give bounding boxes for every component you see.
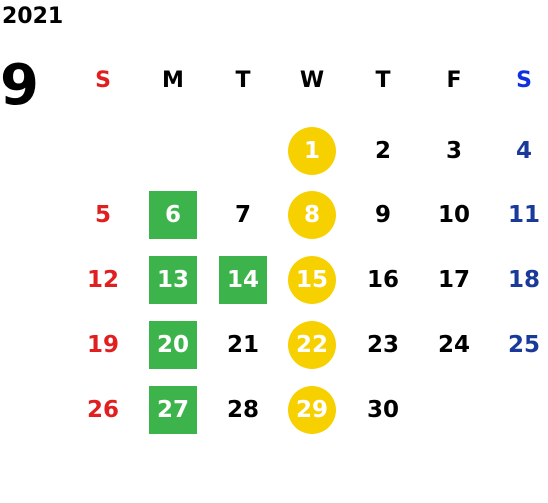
green-square-highlight (149, 256, 197, 304)
day-number: 20 (156, 332, 189, 358)
day-number: 8 (303, 202, 320, 228)
weekday-wednesday: W (299, 68, 325, 93)
day-cell[interactable]: 12 (75, 256, 131, 304)
yellow-circle-highlight (288, 256, 336, 304)
day-cell[interactable]: 19 (75, 321, 131, 369)
yellow-circle-highlight (288, 127, 336, 175)
day-number: 7 (234, 202, 251, 228)
day-cell[interactable]: 27 (145, 386, 201, 434)
day-cell[interactable]: 1 (284, 127, 340, 175)
day-cell[interactable]: 21 (215, 321, 271, 369)
day-number: 2 (374, 138, 391, 164)
day-number: 25 (507, 332, 540, 358)
day-cell[interactable]: 26 (75, 386, 131, 434)
weekday-saturday: S (516, 68, 532, 93)
green-square-highlight (149, 191, 197, 239)
day-number: 23 (366, 332, 399, 358)
day-cell[interactable]: 23 (355, 321, 411, 369)
day-cell[interactable]: 29 (284, 386, 340, 434)
weekday-sunday: S (95, 68, 111, 93)
day-number: 24 (437, 332, 470, 358)
day-number: 14 (226, 267, 259, 293)
day-number: 1 (303, 138, 320, 164)
day-number: 30 (366, 397, 399, 423)
day-number: 18 (507, 267, 540, 293)
day-cell[interactable]: 5 (75, 191, 131, 239)
day-number: 12 (86, 267, 119, 293)
day-number: 19 (86, 332, 119, 358)
yellow-circle-highlight (288, 191, 336, 239)
day-cell[interactable]: 7 (215, 191, 271, 239)
day-cell[interactable]: 24 (426, 321, 482, 369)
day-number: 16 (366, 267, 399, 293)
day-number: 10 (437, 202, 470, 228)
day-cell[interactable]: 18 (496, 256, 548, 304)
day-number: 22 (295, 332, 328, 358)
day-cell[interactable]: 30 (355, 386, 411, 434)
yellow-circle-highlight (288, 386, 336, 434)
weekday-thursday: T (375, 68, 391, 93)
day-cell[interactable]: 20 (145, 321, 201, 369)
month-number: 9 (0, 53, 39, 118)
day-cell[interactable]: 13 (145, 256, 201, 304)
day-cell[interactable]: 6 (145, 191, 201, 239)
day-number: 13 (156, 267, 189, 293)
weekday-monday: M (162, 68, 184, 93)
day-number: 28 (226, 397, 259, 423)
year-label: 2021 (2, 4, 64, 29)
day-cell[interactable]: 10 (426, 191, 482, 239)
day-number: 4 (515, 138, 532, 164)
day-number: 29 (295, 397, 328, 423)
day-cell[interactable]: 15 (284, 256, 340, 304)
day-cell[interactable]: 9 (355, 191, 411, 239)
day-number: 15 (295, 267, 328, 293)
weekday-tuesday: T (235, 68, 251, 93)
day-cell[interactable]: 4 (496, 127, 548, 175)
day-number: 6 (164, 202, 181, 228)
yellow-circle-highlight (288, 321, 336, 369)
day-number: 26 (86, 397, 119, 423)
day-cell[interactable]: 16 (355, 256, 411, 304)
day-number: 21 (226, 332, 259, 358)
day-cell[interactable]: 25 (496, 321, 548, 369)
day-number: 17 (437, 267, 470, 293)
day-number: 11 (507, 202, 540, 228)
day-cell[interactable]: 11 (496, 191, 548, 239)
day-cell[interactable]: 22 (284, 321, 340, 369)
day-cell[interactable]: 28 (215, 386, 271, 434)
day-number: 27 (156, 397, 189, 423)
day-cell[interactable]: 14 (215, 256, 271, 304)
day-cell[interactable]: 8 (284, 191, 340, 239)
day-number: 5 (94, 202, 111, 228)
green-square-highlight (149, 321, 197, 369)
day-cell[interactable]: 17 (426, 256, 482, 304)
weekday-friday: F (446, 68, 462, 93)
day-number: 3 (445, 138, 462, 164)
green-square-highlight (149, 386, 197, 434)
day-cell[interactable]: 2 (355, 127, 411, 175)
green-square-highlight (219, 256, 267, 304)
day-cell[interactable]: 3 (426, 127, 482, 175)
day-number: 9 (374, 202, 391, 228)
